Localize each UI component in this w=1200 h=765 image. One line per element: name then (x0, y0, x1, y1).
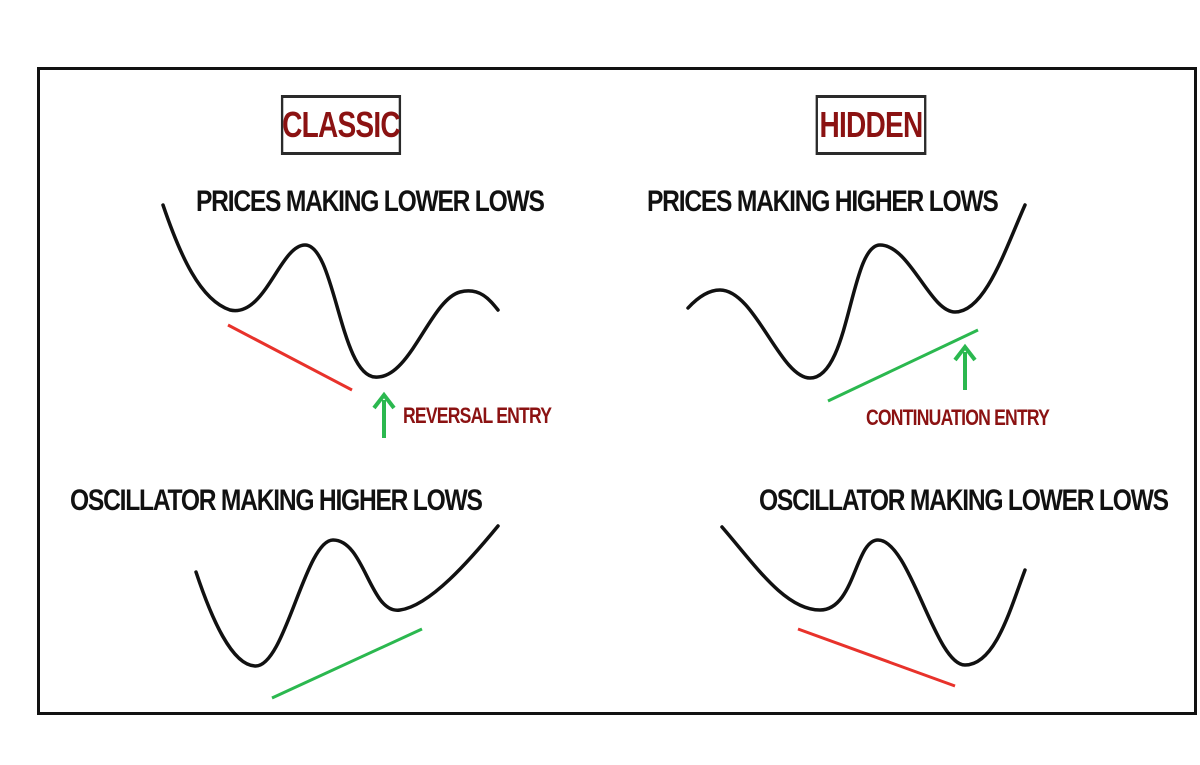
classic-price-curve (161, 203, 500, 379)
classic-price-trendline (227, 323, 353, 392)
hidden-header: HIDDEN (815, 95, 927, 155)
continuation-entry-label: CONTINUATION ENTRY (866, 405, 1050, 430)
classic-oscillator-trendline (271, 627, 423, 700)
classic-oscillator-caption: OSCILLATOR MAKING HIGHER LOWS (70, 484, 483, 517)
hidden-oscillator-curve (720, 525, 1027, 667)
continuation-entry-arrow-icon (953, 343, 977, 390)
hidden-price-caption: PRICES MAKING HIGHER LOWS (647, 185, 999, 218)
diagram-panel (37, 67, 1197, 715)
hidden-oscillator-trendline (797, 627, 956, 688)
reversal-entry-arrow-icon (372, 391, 396, 438)
reversal-entry-label: REVERSAL ENTRY (403, 403, 552, 428)
classic-price-caption: PRICES MAKING LOWER LOWS (196, 185, 545, 218)
hidden-oscillator-caption: OSCILLATOR MAKING LOWER LOWS (759, 484, 1169, 517)
classic-oscillator-curve (194, 524, 500, 668)
hidden-price-trendline (827, 328, 979, 403)
hidden-price-curve (686, 203, 1027, 380)
hidden-header-label: HIDDEN (819, 104, 924, 145)
classic-header-label: CLASSIC (282, 104, 401, 145)
classic-header: CLASSIC (280, 95, 402, 155)
